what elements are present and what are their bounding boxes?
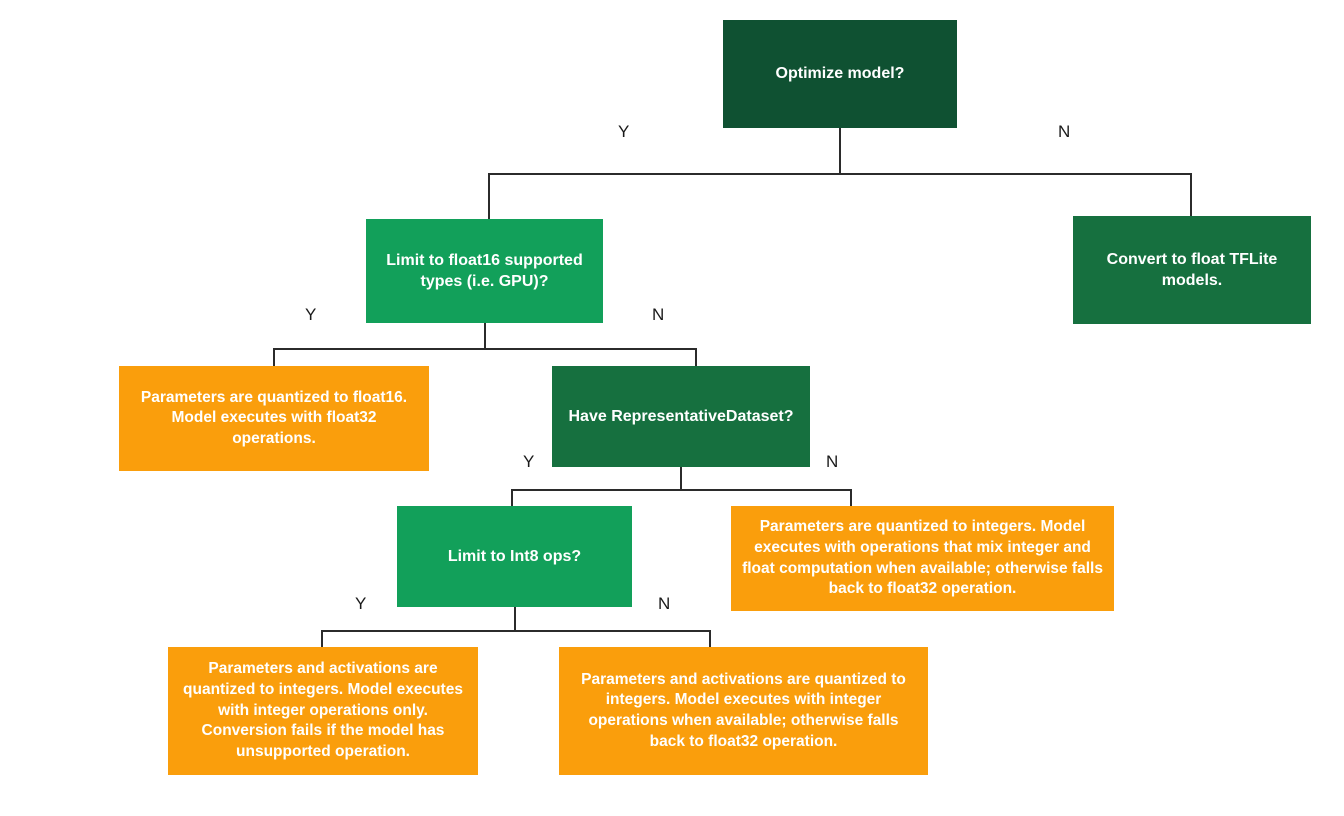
connector-float16-bus bbox=[273, 348, 697, 350]
connector-root-left-leg bbox=[488, 173, 490, 220]
connector-dataset-stem bbox=[680, 467, 682, 490]
connector-dataset-left-leg bbox=[511, 489, 513, 507]
branch-label-float16-no: N bbox=[652, 305, 665, 324]
node-optimize-model-label: Optimize model? bbox=[775, 65, 905, 83]
node-convert-float-tflite-label: Convert to float TFLite models. bbox=[1106, 250, 1278, 289]
node-limit-float16[interactable]: Limit to float16 supported types (i.e. G… bbox=[366, 219, 603, 323]
node-limit-float16-label: Limit to float16 supported types (i.e. G… bbox=[386, 251, 583, 290]
node-result-mixed-int-float-label: Parameters are quantized to integers. Mo… bbox=[742, 518, 1103, 598]
connector-int8-stem bbox=[514, 607, 516, 631]
node-have-representative-dataset-label: Have RepresentativeDataset? bbox=[568, 407, 794, 425]
node-result-float16-label: Parameters are quantized to float16. Mod… bbox=[140, 388, 408, 447]
node-have-representative-dataset[interactable]: Have RepresentativeDataset? bbox=[552, 366, 810, 467]
node-result-mixed-int-float[interactable]: Parameters are quantized to integers. Mo… bbox=[731, 506, 1114, 611]
connector-root-right-leg bbox=[1190, 173, 1192, 220]
node-result-int-only-label: Parameters and activations are quantized… bbox=[183, 660, 463, 760]
connector-root-bus bbox=[488, 173, 1192, 175]
branch-label-float16-yes: Y bbox=[305, 305, 317, 324]
connector-int8-right-leg bbox=[709, 630, 711, 648]
node-optimize-model[interactable]: Optimize model? bbox=[723, 20, 957, 128]
branch-label-optimize-yes: Y bbox=[618, 122, 630, 141]
branch-label-int8-yes: Y bbox=[355, 594, 367, 613]
node-result-int-only[interactable]: Parameters and activations are quantized… bbox=[168, 647, 478, 775]
branch-label-dataset-yes: Y bbox=[523, 452, 535, 471]
connector-root-stem bbox=[839, 128, 841, 174]
connector-float16-stem bbox=[484, 323, 486, 349]
connector-int8-left-leg bbox=[321, 630, 323, 648]
branch-label-int8-no: N bbox=[658, 594, 671, 613]
connector-dataset-bus bbox=[511, 489, 852, 491]
branch-label-dataset-no: N bbox=[826, 452, 839, 471]
node-limit-int8-label: Limit to Int8 ops? bbox=[447, 547, 582, 565]
node-result-int-fallback[interactable]: Parameters and activations are quantized… bbox=[559, 647, 928, 775]
branch-label-optimize-no: N bbox=[1058, 122, 1071, 141]
node-convert-float-tflite[interactable]: Convert to float TFLite models. bbox=[1073, 216, 1311, 324]
connector-float16-right-leg bbox=[695, 348, 697, 368]
connector-float16-left-leg bbox=[273, 348, 275, 368]
node-limit-int8[interactable]: Limit to Int8 ops? bbox=[397, 506, 632, 607]
node-result-float16[interactable]: Parameters are quantized to float16. Mod… bbox=[119, 366, 429, 471]
connector-int8-bus bbox=[321, 630, 711, 632]
connector-dataset-right-leg bbox=[850, 489, 852, 507]
node-result-int-fallback-label: Parameters and activations are quantized… bbox=[581, 670, 906, 750]
